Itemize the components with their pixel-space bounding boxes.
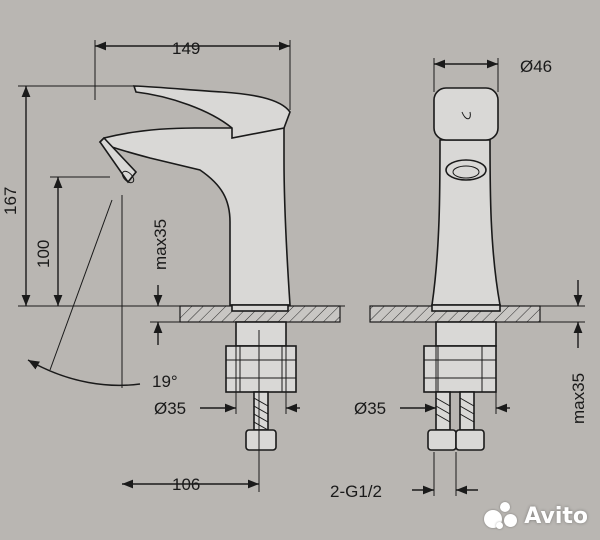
dim-overall-length: 149 xyxy=(172,39,200,58)
dim-hole-diameter-front: Ø35 xyxy=(354,399,386,418)
front-hose-nut-right xyxy=(455,429,485,451)
side-handle-lever xyxy=(132,85,291,139)
front-base-ring xyxy=(431,304,501,312)
front-flex-hose-left xyxy=(435,391,451,431)
front-flex-hose-right xyxy=(459,391,475,431)
front-mounting-nut xyxy=(423,345,497,393)
dim-spout-reach: 106 xyxy=(172,475,200,494)
dim-counter-thickness-front: max35 xyxy=(569,373,588,424)
dim-connections: 2-G1/2 xyxy=(330,482,382,501)
side-shank xyxy=(235,321,287,347)
side-faucet-body xyxy=(98,127,291,306)
dim-spout-height: 100 xyxy=(34,240,53,268)
front-hose-nut-left xyxy=(427,429,457,451)
front-view: Ø46 max35 Ø35 2-G1/2 xyxy=(330,57,588,501)
side-view: 149 167 100 max35 19° Ø35 106 xyxy=(1,39,345,494)
side-base-ring xyxy=(231,304,289,312)
dim-overall-height: 167 xyxy=(1,187,20,215)
dim-spout-angle: 19° xyxy=(152,372,178,391)
avito-watermark-text: Avito xyxy=(524,503,588,529)
front-handle-cap xyxy=(433,87,499,141)
side-hose-nut xyxy=(245,429,277,451)
front-shank xyxy=(435,321,497,347)
dim-hole-diameter-side: Ø35 xyxy=(154,399,186,418)
dim-body-diameter: Ø46 xyxy=(520,57,552,76)
avito-watermark: Avito xyxy=(484,502,588,530)
avito-logo-icon xyxy=(484,502,518,530)
side-aerator xyxy=(98,136,138,184)
front-aerator xyxy=(445,159,487,181)
dim-counter-thickness-side: max35 xyxy=(151,219,170,270)
side-flex-hose xyxy=(253,391,269,431)
